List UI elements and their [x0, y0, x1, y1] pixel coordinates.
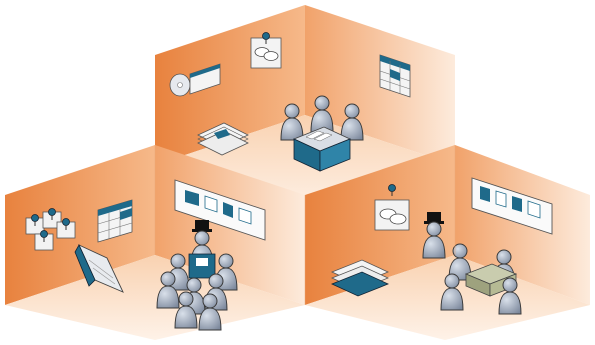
card-box-icon — [292, 126, 352, 172]
calendar-icon — [379, 54, 411, 98]
folder-icon — [74, 244, 124, 293]
paper-stack-icon — [330, 259, 390, 297]
whiteboard-icon — [174, 179, 266, 241]
cd-disc-icon — [169, 73, 191, 97]
speech-bubbles-icon — [379, 208, 407, 225]
calendar-icon — [97, 199, 133, 243]
speech-bubbles-icon — [254, 47, 279, 61]
monitor-icon — [189, 63, 221, 95]
room-left-floor — [5, 255, 305, 340]
room-left-left-wall — [5, 145, 155, 305]
room-right — [305, 145, 590, 340]
top-hat-icon — [192, 220, 212, 232]
sticky-note-icon — [250, 32, 282, 69]
whiteboard-icon — [471, 177, 553, 235]
document-stack-icon — [197, 122, 249, 156]
room-left — [5, 145, 305, 340]
lectern-icon — [188, 253, 216, 279]
sticky-note-icon — [374, 184, 410, 231]
room-outlines — [154, 145, 456, 305]
